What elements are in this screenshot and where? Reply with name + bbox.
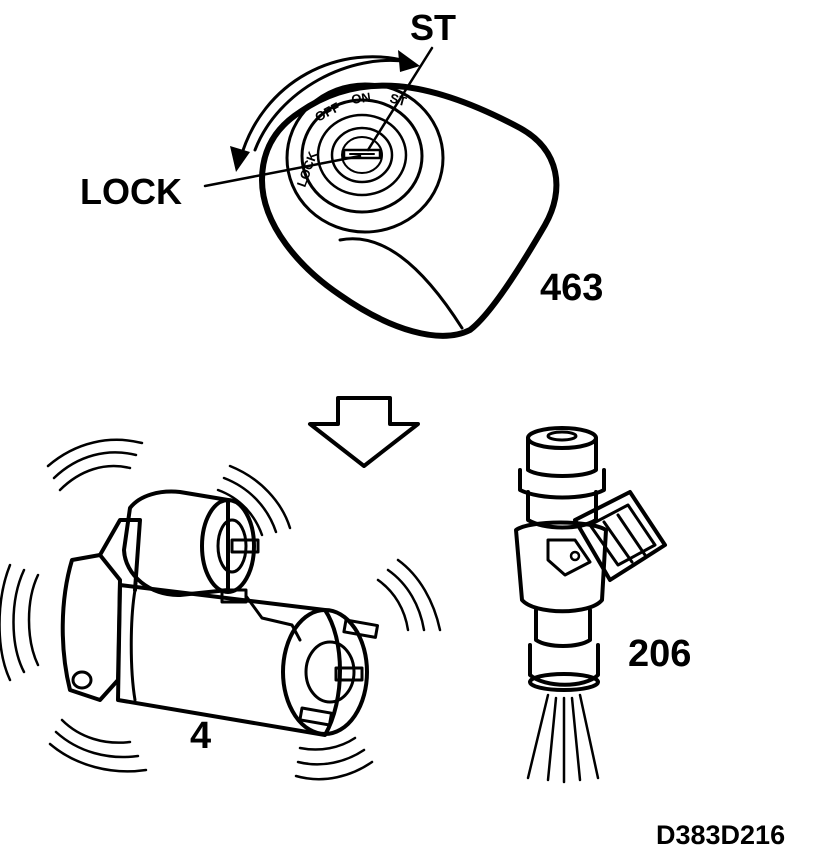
down-arrow-icon (308, 396, 420, 468)
fuel-injector (514, 426, 667, 692)
label-st: ST (410, 7, 456, 48)
label-drawing-code: D383D216 (656, 820, 785, 850)
spray-pattern (526, 693, 600, 784)
label-lock: LOCK (80, 171, 182, 212)
vibration-marks (0, 438, 442, 781)
position-on-marker: ON (350, 89, 371, 107)
st-leader-line (366, 46, 434, 152)
rotation-arrow (230, 50, 420, 172)
ignition-switch: LOCK OFF ON ST (259, 82, 560, 339)
starter-motor (60, 489, 380, 737)
label-starter-ref: 4 (190, 715, 211, 757)
label-injector-ref: 206 (628, 633, 691, 675)
label-ignition-ref: 463 (540, 267, 603, 309)
lock-leader-line (203, 154, 362, 188)
